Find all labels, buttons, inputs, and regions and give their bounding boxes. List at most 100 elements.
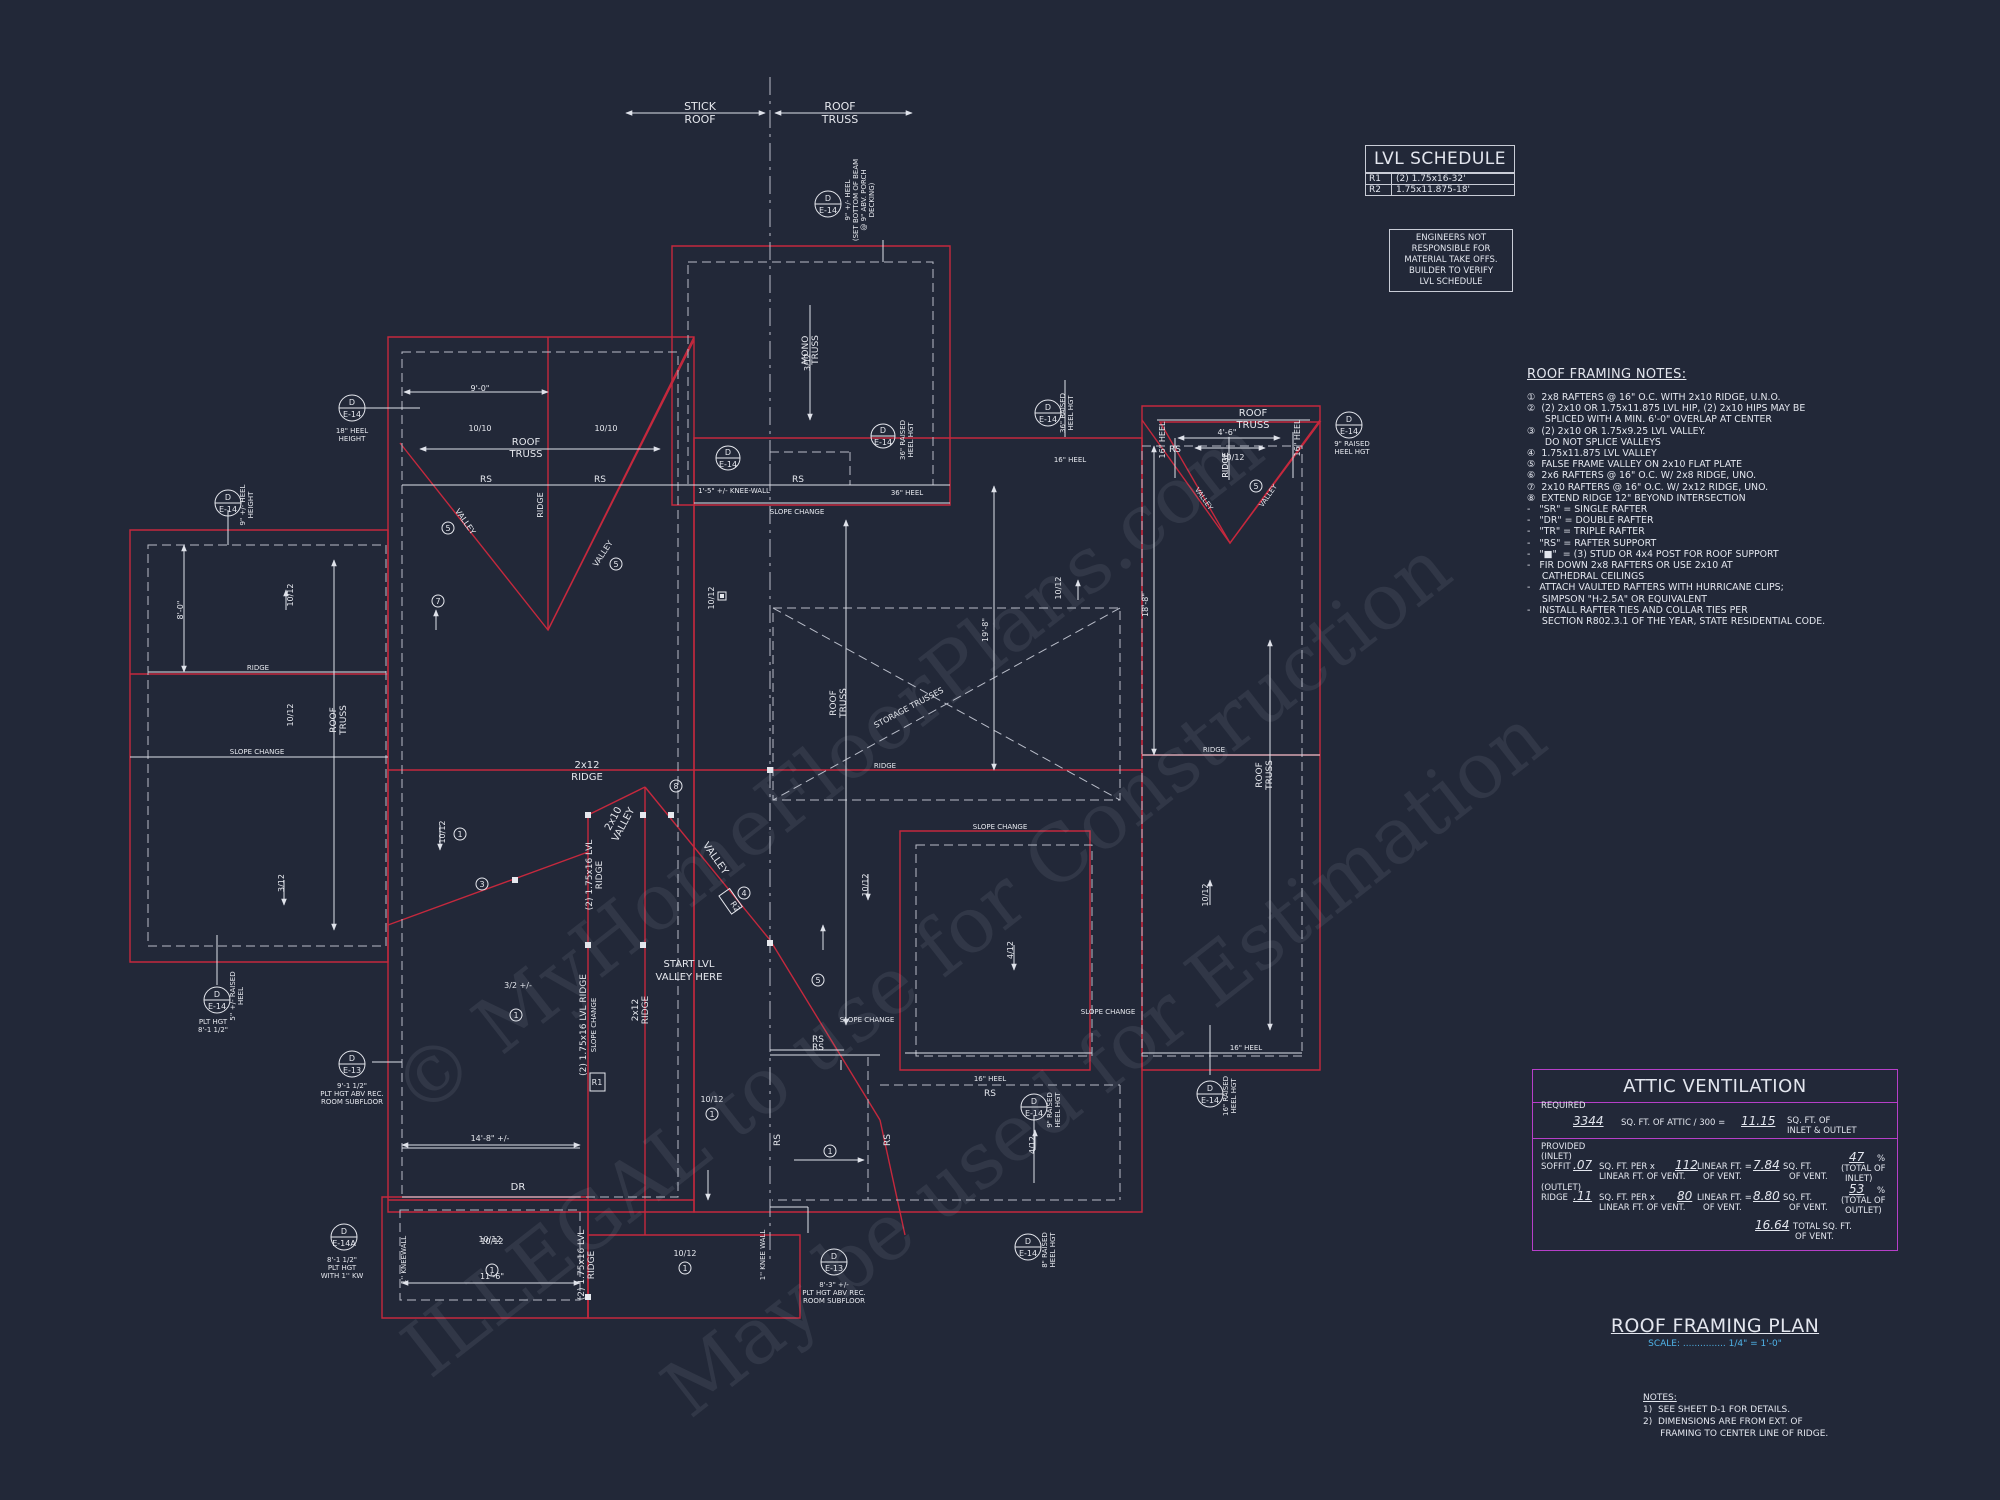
svg-text:@ 9" ABV. PORCH: @ 9" ABV. PORCH — [860, 169, 868, 230]
svg-text:9'-0": 9'-0" — [471, 384, 490, 393]
svg-text:HEIGHT: HEIGHT — [247, 491, 255, 518]
note-line: - "DR" = DOUBLE RAFTER — [1527, 515, 1654, 527]
svg-text:RS: RS — [1169, 445, 1181, 455]
svg-text:(2) 1.75x16 LVL: (2) 1.75x16 LVL — [577, 1230, 587, 1300]
svg-text:ROOF: ROOF — [512, 437, 541, 448]
svg-text:5'' +/- RAISED: 5'' +/- RAISED — [229, 971, 237, 1020]
note-line: DO NOT SPLICE VALLEYS — [1527, 436, 1661, 448]
svg-text:5: 5 — [815, 976, 820, 985]
svg-text:4/12: 4/12 — [1028, 1136, 1037, 1154]
svg-text:9" +/- HEEL: 9" +/- HEEL — [844, 179, 852, 220]
roof-framing-notes-title: ROOF FRAMING NOTES: — [1527, 367, 1687, 382]
note-line: - "■" = (3) STUD OR 4x4 POST FOR ROOF SU… — [1527, 548, 1779, 560]
svg-text:ROOF: ROOF — [1239, 408, 1268, 419]
svg-text:16" HEEL: 16" HEEL — [1158, 421, 1167, 459]
svg-text:RS: RS — [883, 1134, 893, 1146]
svg-text:RS: RS — [773, 1134, 783, 1146]
lvl-schedule-title: LVL SCHEDULE — [1366, 146, 1514, 173]
svg-text:5: 5 — [613, 560, 618, 569]
note-line: FRAMING TO CENTER LINE OF RIDGE. — [1643, 1429, 1829, 1439]
note-line: SPLICED WITH A MIN. 6'-0" OVERLAP AT CEN… — [1527, 414, 1772, 426]
svg-text:TRUSS: TRUSS — [1265, 760, 1275, 791]
svg-text:ROOF: ROOF — [824, 100, 855, 113]
svg-text:18" HEEL: 18" HEEL — [336, 427, 368, 435]
svg-text:STICK: STICK — [684, 100, 717, 113]
svg-text:D: D — [1031, 1097, 1037, 1106]
svg-text:ROOF: ROOF — [329, 707, 339, 733]
svg-text:36" RAISED: 36" RAISED — [1059, 393, 1067, 433]
svg-text:1: 1 — [489, 1266, 494, 1275]
svg-text:E-14: E-14 — [1201, 1096, 1219, 1105]
svg-text:9" RAISED: 9" RAISED — [1334, 440, 1370, 448]
svg-text:HEEL HGT: HEEL HGT — [907, 422, 915, 458]
post-markers — [512, 591, 773, 1300]
svg-text:8" RAISED: 8" RAISED — [1041, 1232, 1049, 1268]
svg-text:D: D — [1025, 1237, 1031, 1246]
svg-text:D: D — [349, 398, 355, 407]
svg-text:ROOF: ROOF — [684, 113, 715, 126]
note-line: - FIR DOWN 2x8 RAFTERS OR USE 2x10 AT — [1527, 560, 1733, 572]
note-line: SIMPSON "H-2.5A" OR EQUIVALENT — [1527, 593, 1707, 605]
svg-text:E-14: E-14 — [719, 460, 737, 469]
note-line: CATHEDRAL CEILINGS — [1527, 571, 1645, 583]
svg-text:RIDGE: RIDGE — [595, 860, 605, 889]
svg-text:SLOPE CHANGE: SLOPE CHANGE — [230, 748, 285, 756]
svg-text:HEEL HGT: HEEL HGT — [1054, 1092, 1062, 1128]
svg-text:11'-6": 11'-6" — [480, 1272, 504, 1281]
svg-text:RIDGE: RIDGE — [571, 772, 603, 783]
svg-text:RIDGE: RIDGE — [1221, 452, 1230, 477]
svg-text:D: D — [831, 1252, 837, 1261]
note-line: - "SR" = SINGLE RAFTER — [1527, 504, 1648, 516]
detail-callouts — [203, 190, 1363, 1276]
note-line: ⑤ FALSE FRAME VALLEY ON 2x10 FLAT PLATE — [1527, 459, 1743, 471]
svg-text:10/10: 10/10 — [468, 424, 491, 433]
svg-text:9" +/- HEEL: 9" +/- HEEL — [239, 484, 247, 525]
svg-text:TRUSS: TRUSS — [839, 688, 849, 719]
svg-text:DR: DR — [511, 1182, 526, 1193]
note-line: - ATTACH VAULTED RAFTERS WITH HURRICANE … — [1527, 582, 1784, 594]
svg-text:E-14: E-14 — [219, 505, 237, 514]
dimension-arrows — [181, 110, 1281, 1286]
svg-text:3/2 +/-: 3/2 +/- — [504, 981, 532, 990]
svg-text:E-14: E-14 — [343, 410, 361, 419]
svg-text:VALLEY: VALLEY — [1258, 482, 1280, 508]
svg-text:2x12: 2x12 — [574, 760, 599, 771]
svg-text:HEEL HGT: HEEL HGT — [1230, 1078, 1238, 1114]
svg-text:19'-8": 19'-8" — [981, 618, 990, 642]
dashed-bearing-lines — [147, 77, 1303, 1301]
svg-text:RIDGE: RIDGE — [247, 664, 269, 672]
svg-text:16" HEEL: 16" HEEL — [1293, 419, 1302, 457]
svg-text:16" HEEL: 16" HEEL — [1054, 456, 1086, 464]
svg-text:R1: R1 — [592, 1078, 603, 1087]
drawing-title-block: ROOF FRAMING PLAN SCALE: ...............… — [1610, 1315, 1820, 1349]
svg-text:(2) 1.75x16 LVL: (2) 1.75x16 LVL — [585, 840, 595, 910]
svg-text:18'-8": 18'-8" — [1141, 593, 1150, 617]
svg-text:5: 5 — [1253, 482, 1258, 491]
svg-text:1'-5" +/- KNEE-WALL: 1'-5" +/- KNEE-WALL — [698, 487, 770, 495]
svg-text:START LVL: START LVL — [664, 959, 715, 970]
svg-text:4: 4 — [741, 889, 746, 898]
svg-text:10/12: 10/12 — [1221, 453, 1244, 462]
svg-text:E-14: E-14 — [874, 438, 892, 447]
lvl-schedule-table: LVL SCHEDULE R1 (2) 1.75x16-32' R2 1.75x… — [1365, 145, 1515, 196]
svg-text:DECKING): DECKING) — [868, 182, 876, 217]
svg-text:RS: RS — [594, 475, 606, 485]
svg-text:STORAGE TRUSSES: STORAGE TRUSSES — [873, 686, 945, 730]
svg-text:1: 1 — [682, 1264, 687, 1273]
rotated-labels: ROOF TRUSS ROOF TRUSS ROOF TRUSS MONO TR… — [176, 335, 1302, 1300]
callout-notes: 18" HEEL HEIGHT 9" +/- HEEL HEIGHT 9" +/… — [198, 159, 1370, 1305]
svg-text:PLT HGT: PLT HGT — [328, 1264, 357, 1272]
svg-text:SLOPE CHANGE: SLOPE CHANGE — [840, 1016, 895, 1024]
svg-text:1'' KNEE WALL: 1'' KNEE WALL — [759, 1230, 767, 1281]
svg-text:D: D — [825, 194, 831, 203]
sheet-notes-title: NOTES: — [1643, 1393, 1677, 1403]
svg-text:16" HEEL: 16" HEEL — [1230, 1044, 1262, 1052]
svg-text:7: 7 — [435, 597, 440, 606]
storage-truss-x — [772, 607, 1121, 801]
table-divider — [1533, 1138, 1897, 1139]
svg-text:10/12: 10/12 — [286, 583, 295, 606]
table-divider — [1533, 1102, 1897, 1103]
svg-text:TRUSS: TRUSS — [821, 113, 858, 126]
svg-text:1'' KNEEWALL: 1'' KNEEWALL — [400, 1236, 408, 1284]
